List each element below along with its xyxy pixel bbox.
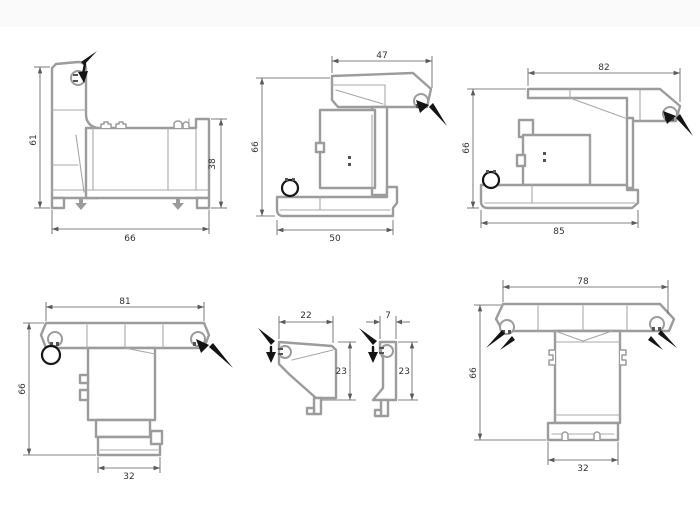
dim-left-height: 66 xyxy=(462,88,526,209)
mullion-profile-drawing: 78 66 32 xyxy=(469,277,677,474)
dim-label: 66 xyxy=(251,141,261,153)
profile-outline xyxy=(39,321,211,457)
dim-left-height: 66 xyxy=(18,322,96,456)
dim-bottom-width: 32 xyxy=(547,442,619,474)
dim-bottom-width: 32 xyxy=(97,457,161,482)
gasket-circle-icon xyxy=(379,344,394,358)
seal-flag-icon xyxy=(416,100,447,126)
sash-small-profile-drawing: 47 66 50 xyxy=(251,51,447,244)
gasket-circle-icon xyxy=(499,316,665,335)
dim-top-width: 47 xyxy=(331,51,433,88)
profile-outline xyxy=(50,60,211,210)
top-band xyxy=(0,0,700,27)
dim-label: 81 xyxy=(119,297,130,307)
dim-left-height: 66 xyxy=(251,77,330,217)
seal-flag-icon xyxy=(359,328,378,363)
dim-left-height: 66 xyxy=(469,304,546,441)
dim-label: 66 xyxy=(18,383,28,395)
dim-label: 23 xyxy=(336,367,347,377)
dim-label: 82 xyxy=(598,63,609,73)
dim-label: 66 xyxy=(469,367,479,379)
dim-bead-narrow-height: 23 xyxy=(398,341,418,401)
profile-outline xyxy=(494,302,676,442)
gasket-bubble-icon xyxy=(280,178,300,198)
dim-label: 61 xyxy=(29,134,39,145)
dim-label: 50 xyxy=(329,234,341,244)
dim-left-height: 61 xyxy=(29,66,50,209)
frame-profile-drawing: 61 38 66 xyxy=(29,51,227,244)
seal-flag-icon xyxy=(486,330,677,350)
seal-flag-icon xyxy=(196,339,233,368)
transom-profile-drawing: 81 66 32 xyxy=(18,297,233,482)
dim-right-height: 38 xyxy=(208,118,227,209)
seal-flag-icon xyxy=(663,111,693,136)
dim-label: 78 xyxy=(577,277,589,287)
dim-label: 38 xyxy=(208,158,218,170)
sash-large-profile-drawing: 82 66 85 xyxy=(462,63,693,237)
seal-flag-icon xyxy=(78,51,97,83)
gasket-circle-icon xyxy=(278,345,292,359)
dim-top-width: 82 xyxy=(527,63,681,102)
dim-label: 66 xyxy=(462,142,472,154)
drainage-arrow-icon xyxy=(75,198,184,210)
dim-label: 7 xyxy=(385,311,391,321)
dim-label: 66 xyxy=(124,234,136,244)
gasket-bubble-icon xyxy=(40,344,62,366)
gasket-bubble-icon xyxy=(481,170,501,190)
dim-bottom-width: 85 xyxy=(480,210,639,237)
dim-top-width: 78 xyxy=(502,277,669,314)
seal-flag-icon xyxy=(258,328,276,363)
dim-label: 32 xyxy=(577,464,588,474)
dim-label: 47 xyxy=(376,51,387,61)
dim-label: 23 xyxy=(399,367,410,377)
dim-top-width: 81 xyxy=(45,297,205,321)
dim-label: 32 xyxy=(123,472,134,482)
dim-bottom-width: 66 xyxy=(51,210,210,244)
dim-bead-wide-height: 23 xyxy=(322,341,356,401)
profile-outline xyxy=(479,87,682,210)
bead-wide-outline xyxy=(277,340,338,416)
dim-bottom-width: 50 xyxy=(276,220,394,244)
dim-bead-wide-top: 22 xyxy=(278,311,334,343)
dim-bead-narrow-top: 7 xyxy=(366,311,410,339)
profile-outline xyxy=(275,71,433,218)
dim-label: 22 xyxy=(300,311,311,321)
glazing-beads-drawing: 22 23 7 23 xyxy=(258,311,418,418)
dim-label: 85 xyxy=(553,227,564,237)
